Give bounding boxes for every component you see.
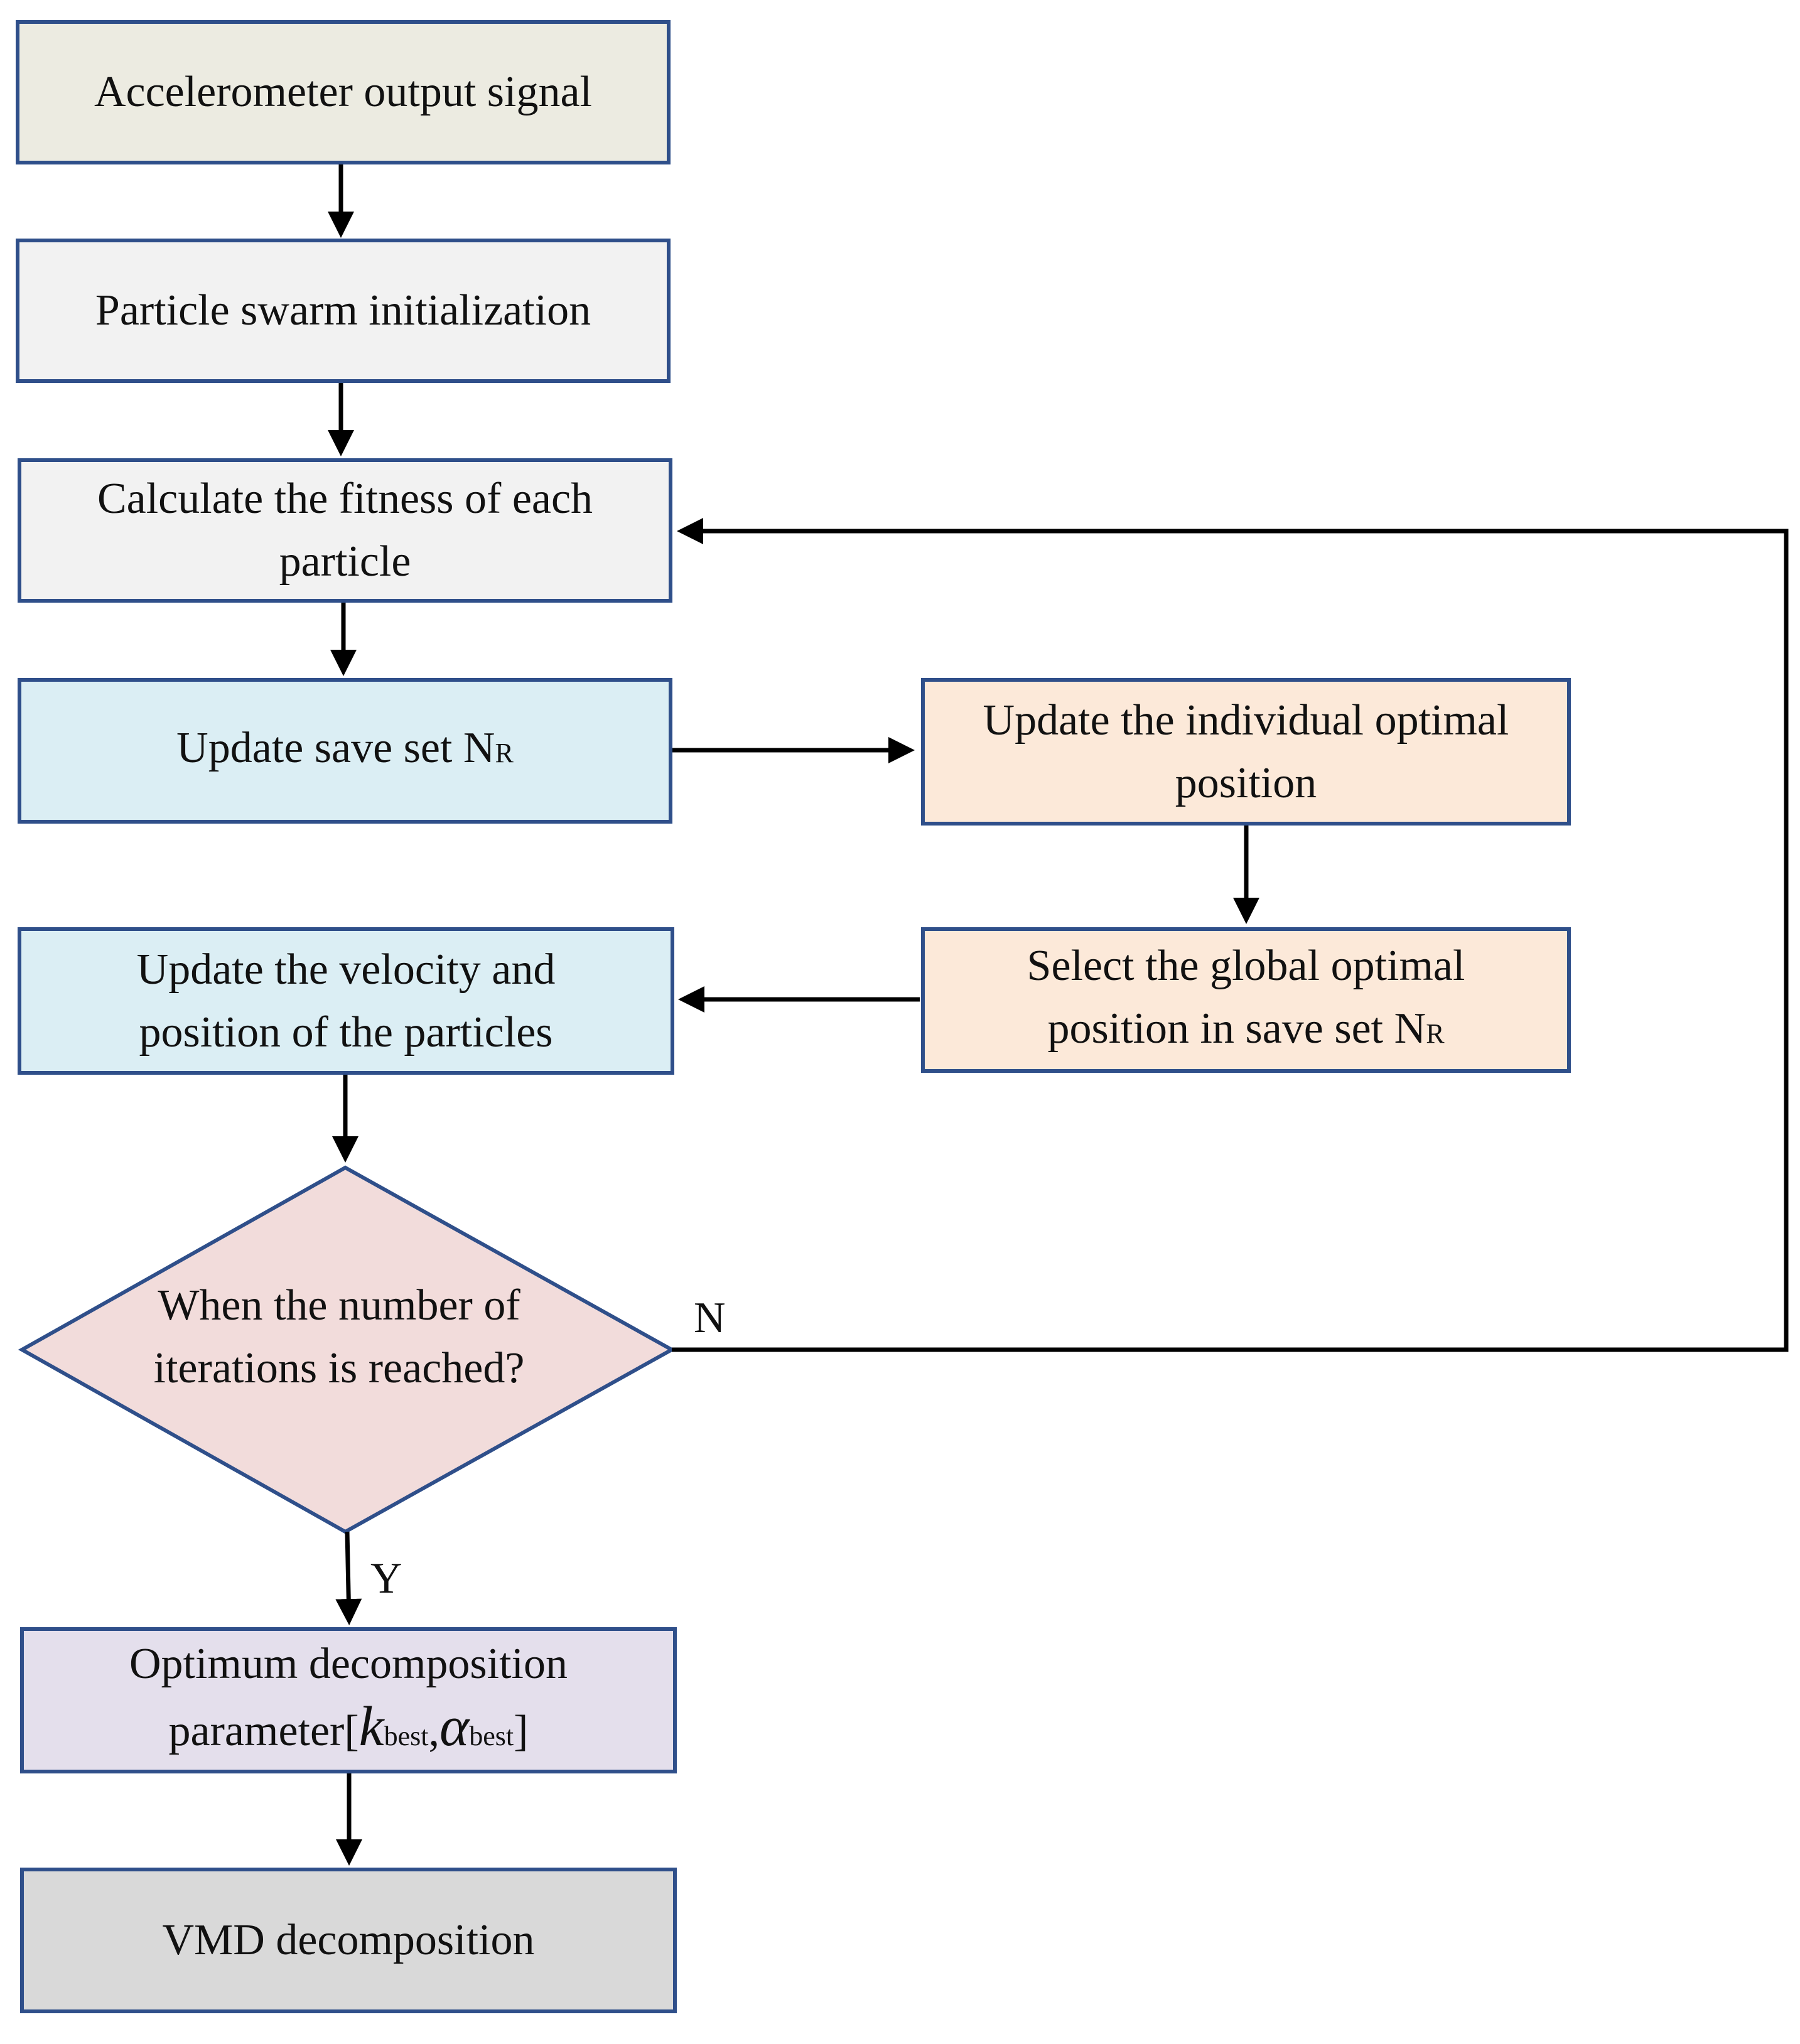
update-individual-line1: Update the individual optimal xyxy=(983,696,1509,745)
optimum-line2: parameter[kbest,αbest] xyxy=(168,1696,529,1758)
accelerometer-output-box: Accelerometer output signal xyxy=(16,20,671,164)
update-save-set-box: Update save set NR xyxy=(18,678,672,824)
global-subscript: R xyxy=(1426,1018,1445,1049)
accelerometer-output-label: Accelerometer output signal xyxy=(94,68,593,116)
k-subscript: best xyxy=(384,1721,429,1751)
vmd-decomposition-box: VMD decomposition xyxy=(20,1868,677,2013)
update-velocity-box: Update the velocity and position of the … xyxy=(18,927,674,1075)
decision-text: When the number of iterations is reached… xyxy=(75,1274,603,1400)
particle-swarm-init-label: Particle swarm initialization xyxy=(95,286,591,335)
calculate-fitness-line2: particle xyxy=(279,537,411,586)
select-global-line1: Select the global optimal xyxy=(1027,942,1465,990)
select-global-optimal-box: Select the global optimal position in sa… xyxy=(921,927,1571,1073)
save-set-subscript: R xyxy=(495,738,514,768)
update-velocity-line2: position of the particles xyxy=(139,1008,553,1057)
calculate-fitness-box: Calculate the fitness of each particle xyxy=(18,458,672,603)
k-symbol: k xyxy=(358,1696,384,1758)
alpha-subscript: best xyxy=(469,1721,514,1751)
calculate-fitness-line1: Calculate the fitness of each xyxy=(97,475,593,523)
arrow-decision-no-loop xyxy=(672,518,1789,1352)
vmd-decomposition-label: VMD decomposition xyxy=(162,1916,535,1964)
update-individual-optimal-box: Update the individual optimal position xyxy=(921,678,1571,826)
update-velocity-line1: Update the velocity and xyxy=(136,945,556,994)
update-individual-line2: position xyxy=(1175,758,1317,807)
arrow-decision-to-optimum xyxy=(335,1531,362,1625)
optimum-line1: Optimum decomposition xyxy=(129,1640,568,1688)
decision-line2: iterations is reached? xyxy=(153,1344,525,1392)
select-global-line2: position in save set NR xyxy=(1047,1004,1445,1053)
update-save-set-label: Update save set NR xyxy=(176,724,514,772)
decision-diamond xyxy=(18,1165,676,1534)
particle-swarm-init-box: Particle swarm initialization xyxy=(16,239,671,383)
no-label: N xyxy=(694,1294,726,1342)
alpha-symbol: α xyxy=(439,1696,470,1758)
decision-line1: When the number of xyxy=(158,1281,520,1330)
yes-label: Y xyxy=(370,1554,402,1603)
optimum-parameter-box: Optimum decomposition parameter[kbest,αb… xyxy=(20,1627,677,1773)
